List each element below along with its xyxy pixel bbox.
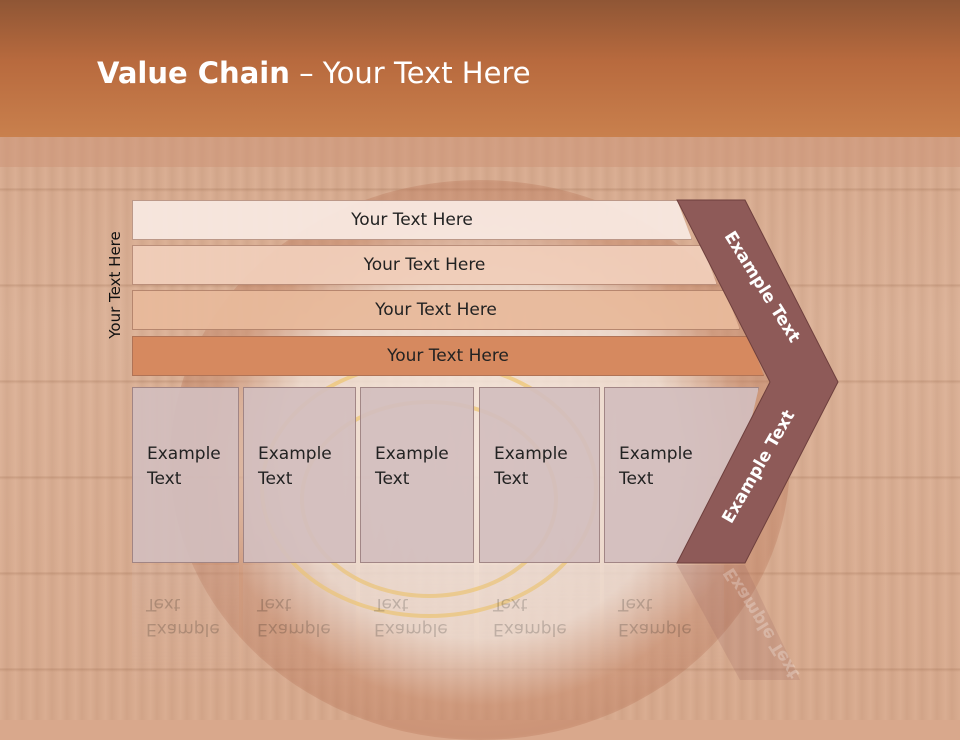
support-band-3[interactable]: Your Text Here [132,290,740,330]
primary-activity-box-3[interactable]: Example Text [360,387,474,563]
primary-activity-box-2[interactable]: Example Text [243,387,356,563]
box-line-1: Example [494,444,568,464]
header-strip [0,137,960,167]
box-line-1: Example [375,444,449,464]
primary-activity-box-1[interactable]: Example Text [132,387,239,563]
margin-chevron[interactable] [0,0,960,720]
box-line-1: Example [258,444,332,464]
support-band-4[interactable]: Your Text Here [132,336,764,376]
box-line-2: Text [258,469,293,489]
chevron-reflection [677,565,800,680]
box-line-1: Example [619,444,693,464]
title-rest: – Your Text Here [289,56,531,90]
box-line-2: Text [494,469,529,489]
box-line-2: Text [147,469,182,489]
title-bold: Value Chain [97,56,290,90]
slide-title[interactable]: Value Chain – Your Text Here [97,56,531,90]
header-bar [0,0,960,137]
box-line-2: Text [619,469,654,489]
chevron-shape [676,199,839,564]
support-band-1[interactable]: Your Text Here [132,200,692,240]
box-line-2: Text [375,469,410,489]
box-line-1: Example [147,444,221,464]
support-band-2[interactable]: Your Text Here [132,245,717,285]
primary-activity-box-4[interactable]: Example Text [479,387,600,563]
